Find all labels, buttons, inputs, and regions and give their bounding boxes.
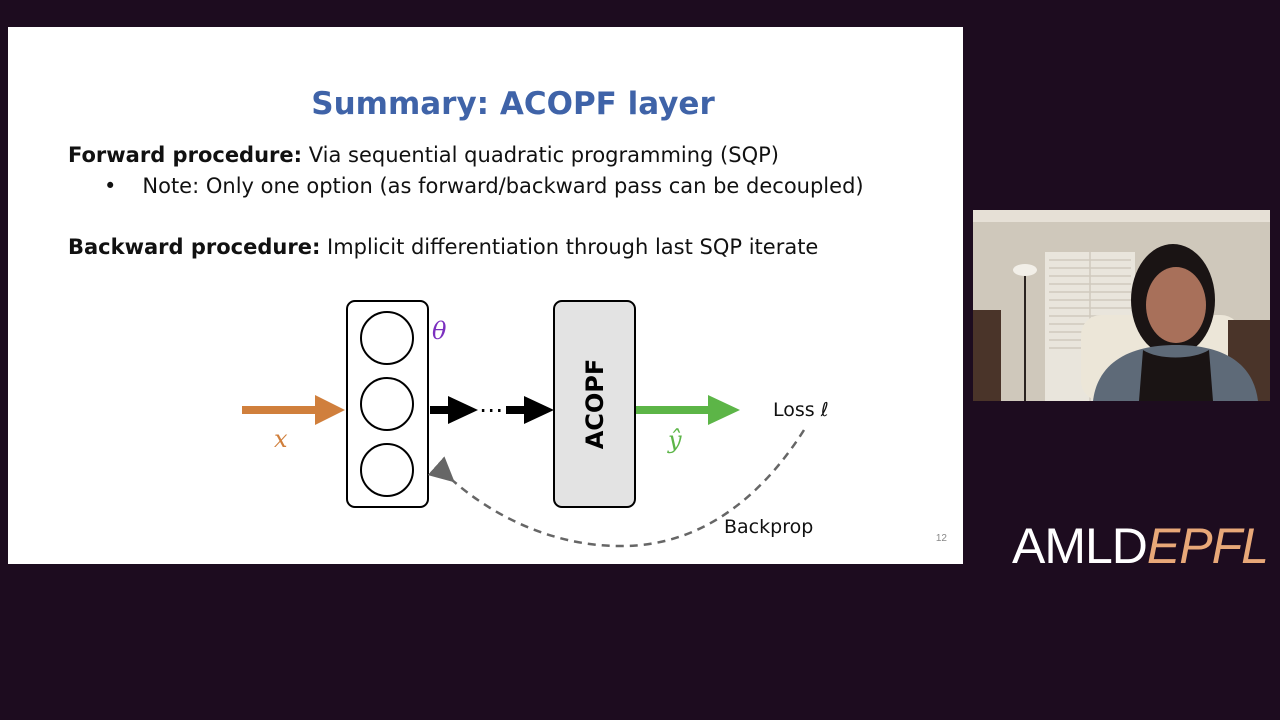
acopf-layer-diagram: x θ ⋯ ACOPF ŷ Loss ℓ Backprop	[242, 300, 829, 548]
param-symbol: θ	[432, 317, 447, 345]
forward-procedure-line: Forward procedure: Via sequential quadra…	[68, 145, 779, 166]
bullet-marker: •	[104, 174, 117, 198]
input-arrow	[242, 395, 345, 425]
neuron-node	[360, 443, 414, 497]
output-symbol: ŷ	[667, 426, 682, 454]
logo-epfl: EPFL	[1146, 518, 1269, 574]
slide-title: Summary: ACOPF layer	[311, 86, 715, 122]
backprop-label: Backprop	[724, 516, 813, 538]
backward-text: Implicit differentiation through last SQ…	[320, 235, 819, 259]
speaker-webcam	[973, 210, 1270, 401]
webcam-image	[973, 210, 1270, 401]
acopf-label: ACOPF	[581, 359, 609, 450]
backprop-arrow	[427, 429, 806, 548]
input-symbol: x	[274, 425, 288, 453]
forward-label: Forward procedure:	[68, 143, 303, 167]
logo-amld: AMLD	[1012, 518, 1148, 574]
ellipsis-dots: ⋯	[479, 396, 503, 424]
slide-page-number: 12	[935, 533, 947, 544]
output-arrow	[636, 395, 740, 425]
backward-procedure-line: Backward procedure: Implicit differentia…	[68, 237, 818, 258]
amld-epfl-logo: AMLDEPFL	[1012, 516, 1269, 576]
neuron-node	[360, 311, 414, 365]
forward-text: Via sequential quadratic programming (SQ…	[302, 143, 779, 167]
presentation-slide: Summary: ACOPF layer Forward procedure: …	[8, 27, 963, 564]
loss-label: Loss ℓ	[773, 399, 829, 421]
acopf-box	[553, 300, 636, 508]
backward-label: Backward procedure:	[68, 235, 321, 259]
note-bullet: • Note: Only one option (as forward/backw…	[104, 176, 864, 197]
neuron-node	[360, 377, 414, 431]
connector-arrows	[430, 396, 554, 424]
note-text: Note: Only one option (as forward/backwa…	[142, 174, 864, 198]
